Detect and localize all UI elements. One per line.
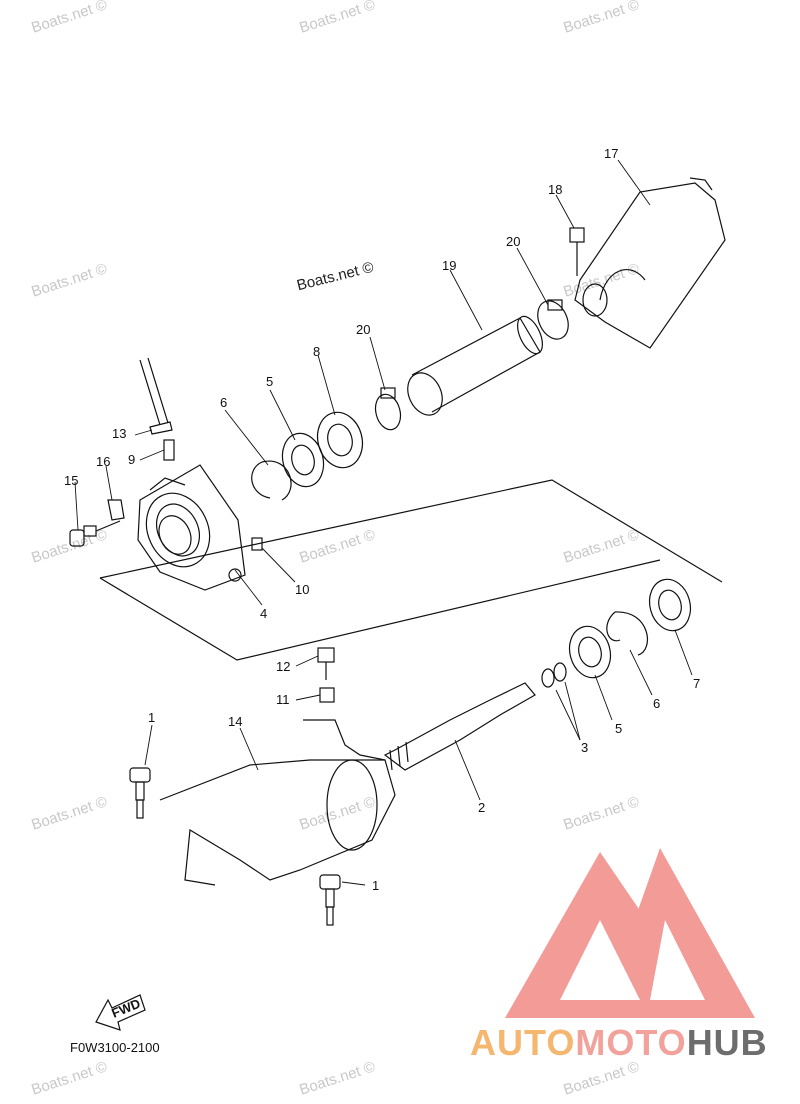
callout-5: 5 [615, 721, 622, 736]
callout-18: 18 [548, 182, 562, 197]
callout-19: 19 [442, 258, 456, 273]
circlip-6-upper [251, 460, 292, 501]
pin-10 [251, 537, 263, 551]
callout-12: 12 [276, 659, 290, 674]
callout-14: 14 [228, 714, 242, 729]
callout-6: 6 [220, 395, 227, 410]
leader-lines [74, 159, 693, 886]
callout-16: 16 [96, 454, 110, 469]
cable [139, 357, 169, 426]
callout-13: 13 [112, 426, 126, 441]
callout-3: 3 [581, 740, 588, 755]
callout-4: 4 [260, 606, 267, 621]
callout-9: 9 [128, 452, 135, 467]
o-ring-3a [541, 668, 555, 688]
drive-shaft-2 [383, 682, 536, 771]
clamp-20-upper [537, 299, 569, 340]
brand-part-1: AUTO [470, 1022, 576, 1063]
bearing-8 [316, 411, 364, 469]
fwd-label: FWD [109, 996, 142, 1021]
callout-20: 20 [506, 234, 520, 249]
callout-15: 15 [64, 473, 78, 488]
brand-logo-icon [505, 848, 755, 1018]
brand-wordmark: AUTOMOTOHUB [470, 1022, 768, 1064]
callout-1: 1 [372, 878, 379, 893]
callout-10: 10 [295, 582, 309, 597]
bracket-16 [107, 499, 125, 521]
fitting-9 [163, 439, 175, 461]
callout-1: 1 [148, 710, 155, 725]
bolt-12 [317, 647, 335, 680]
bearing-housing [137, 464, 246, 591]
bolt-1-lower [319, 874, 341, 926]
brand-part-3: HUB [686, 1022, 768, 1063]
callout-11: 11 [276, 692, 290, 707]
callout-2: 2 [478, 800, 485, 815]
bearing-7 [648, 578, 692, 632]
callout-7: 7 [693, 676, 700, 691]
bolt-18 [569, 227, 585, 276]
callouts: 1 1 2 3 4 5 5 6 6 7 8 9 10 11 12 13 14 1… [64, 146, 700, 1021]
shroud-14 [159, 719, 396, 886]
callout-5: 5 [266, 374, 273, 389]
frame-line [99, 559, 661, 661]
nozzle-housing-17 [574, 177, 726, 349]
callout-6: 6 [653, 696, 660, 711]
diagram-code: F0W3100-2100 [70, 1040, 160, 1055]
callout-20: 20 [356, 322, 370, 337]
clamp-20-lower [374, 387, 402, 431]
bolt-15 [69, 520, 121, 547]
callout-17: 17 [604, 146, 618, 161]
hose-19 [407, 315, 543, 416]
brand-part-2: MOTO [575, 1022, 687, 1063]
bearing-5-lower [568, 625, 612, 679]
o-ring-3b [553, 662, 567, 682]
callout-8: 8 [313, 344, 320, 359]
collar-11 [319, 687, 335, 703]
fwd-arrow-icon [95, 994, 146, 1031]
bolt-1-upper [129, 767, 151, 819]
fitting-13 [149, 421, 173, 435]
bearing-5-upper [281, 432, 325, 488]
circlip-6-lower [606, 611, 648, 656]
frame-line [99, 479, 723, 583]
